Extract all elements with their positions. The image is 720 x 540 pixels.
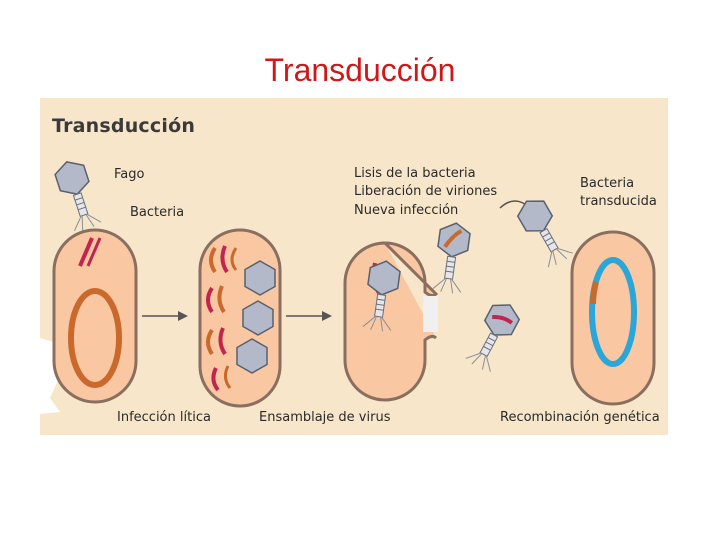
stage-label-infeccion: Infección lítica	[117, 410, 211, 425]
label-bacteria: Bacteria	[130, 205, 185, 220]
arrow-icon	[142, 311, 188, 321]
phage-icon	[51, 156, 103, 234]
label-bacteria-transducida-2: transducida	[580, 194, 657, 209]
slide-title: Transducción	[264, 52, 456, 88]
phage-dna	[78, 237, 94, 267]
phage-icon	[464, 297, 524, 374]
phage-icon	[512, 193, 575, 270]
cell-virus-assembly	[198, 228, 282, 408]
label-nueva-infeccion: Nueva infección	[354, 203, 459, 218]
label-bacteria-transducida-1: Bacteria	[580, 176, 635, 191]
cell-lytic-infection	[52, 228, 138, 404]
stage-label-ensamblaje: Ensamblaje de virus	[259, 410, 391, 425]
label-fago: Fago	[114, 167, 145, 182]
phage-icon	[432, 220, 472, 295]
figure-title: Transducción	[52, 115, 196, 137]
label-liberacion: Liberación de viriones	[354, 184, 498, 199]
cell-lysis	[343, 241, 439, 402]
stage-label-recombinacion: Recombinación genética	[500, 410, 660, 425]
label-lisis: Lisis de la bacteria	[354, 166, 476, 181]
arrow-icon	[286, 311, 332, 321]
diagram-artwork	[40, 156, 656, 414]
cell-transduced	[570, 230, 656, 406]
transduction-diagram: Transducción Fago Bacteria Lisis de la b…	[40, 98, 668, 435]
